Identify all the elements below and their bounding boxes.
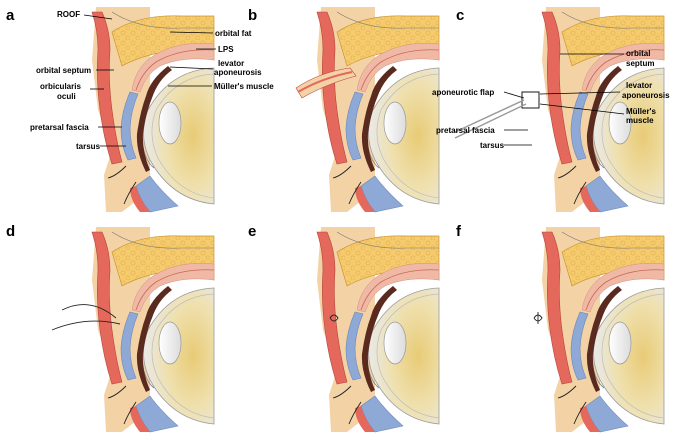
label-orbital-2: septum (626, 59, 654, 68)
eyelid-anatomy (91, 7, 215, 213)
aponeurotic-flap-forceps (454, 99, 527, 139)
label-levator-1: levator (218, 59, 244, 68)
panel-letter: d (6, 223, 15, 240)
tarsus-plate (120, 91, 139, 161)
label-c-muller-2: muscle (626, 116, 654, 125)
label-orbital-1: orbital (626, 49, 650, 58)
lower-lid-muscle (130, 186, 150, 212)
label-roof: ROOF (57, 10, 80, 19)
levator-muscle (131, 43, 215, 93)
panel-letter: e (248, 223, 256, 240)
lens (158, 101, 182, 145)
label-muller: Müller's muscle (214, 82, 274, 91)
panel-a: a ROOF orbital fat LPS orbital septum le… (6, 7, 274, 151)
label-c-muller-1: Müller's (626, 107, 656, 116)
levator-stripe (135, 49, 215, 91)
suture-thread-upper (61, 304, 117, 319)
panel-c: c orbital septum aponeurotic flap levato… (432, 6, 670, 213)
label-levator-2: aponeurosis (214, 68, 262, 77)
panel-b: b (248, 6, 440, 213)
label-tarsus: tarsus (76, 142, 101, 151)
label-c-tarsus: tarsus (480, 141, 505, 150)
label-c-levator-2: aponeurosis (622, 91, 670, 100)
muller-muscle (136, 66, 172, 172)
label-pretarsal-fascia: pretarsal fascia (30, 123, 89, 132)
flap-highlight-box (521, 91, 540, 109)
label-orbital-septum: orbital septum (36, 66, 91, 75)
panel-letter: b (248, 7, 257, 24)
suture-thread-lower (51, 320, 121, 331)
eye-sclera-line (151, 73, 215, 199)
panel-d: d (6, 223, 215, 433)
lower-eyelashes (123, 181, 137, 205)
label-orbicularis-2: oculi (57, 92, 76, 101)
panel-letter: f (456, 223, 462, 240)
orbicularis-oculi (91, 11, 123, 165)
retracted-flap-muscle (297, 71, 353, 93)
orbital-roof-line (111, 11, 214, 29)
label-lps: LPS (218, 45, 234, 54)
label-orbital-fat: orbital fat (215, 29, 252, 38)
panel-letter: c (456, 7, 464, 24)
suture-knot-final (533, 312, 543, 324)
panel-e: e (248, 223, 440, 433)
label-aponeurotic-flap: aponeurotic flap (432, 88, 494, 97)
upper-eyelashes (107, 165, 127, 179)
panel-letter: a (6, 7, 15, 24)
label-c-levator-1: levator (626, 81, 652, 90)
panel-f: f (456, 223, 665, 433)
suture-knot (329, 314, 339, 322)
label-orbicularis-1: orbicularis (40, 82, 81, 91)
label-c-pretarsal-fascia: pretarsal fascia (436, 126, 495, 135)
